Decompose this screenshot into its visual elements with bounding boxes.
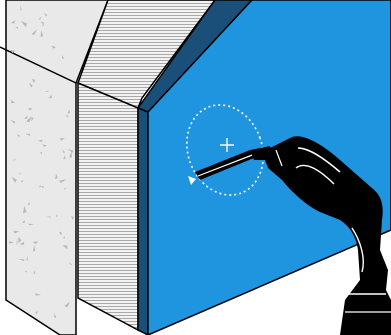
concrete-fleck <box>27 201 31 206</box>
concrete-fleck <box>38 16 42 20</box>
concrete-fleck <box>24 270 27 273</box>
concrete-fleck <box>28 223 35 226</box>
concrete-fleck <box>22 220 25 223</box>
concrete-fleck <box>8 241 14 244</box>
concrete-fleck <box>32 78 36 84</box>
concrete-fleck <box>9 50 16 54</box>
concrete-fleck <box>68 261 72 266</box>
concrete-fleck <box>31 29 38 36</box>
concrete-fleck <box>55 173 58 180</box>
concrete-fleck <box>18 173 23 175</box>
concrete-fleck <box>35 293 41 296</box>
concrete-fleck <box>39 184 41 188</box>
concrete-fleck <box>16 238 18 245</box>
concrete-fleck <box>58 231 63 236</box>
concrete-fleck <box>23 205 27 214</box>
concrete-fleck <box>40 30 44 38</box>
concrete-fleck <box>62 55 65 59</box>
concrete-fleck <box>13 230 20 234</box>
concrete-fleck <box>11 176 17 183</box>
concrete-fleck <box>20 180 25 183</box>
concrete-fleck <box>26 255 28 261</box>
concrete-fleck <box>32 241 38 245</box>
concrete-wall <box>0 0 109 335</box>
concrete-fleck <box>10 100 16 104</box>
concrete-fleck <box>17 258 25 262</box>
concrete-fleck <box>20 5 22 11</box>
concrete-fleck <box>69 151 73 158</box>
concrete-fleck <box>34 310 38 314</box>
concrete-fleck <box>62 235 65 239</box>
concrete-fleck <box>30 117 34 122</box>
concrete-fleck <box>27 107 32 111</box>
drill-icon <box>262 136 391 335</box>
concrete-fleck <box>25 133 31 137</box>
concrete-fleck <box>63 155 66 160</box>
concrete-fleck <box>20 21 28 28</box>
concrete-fleck <box>26 115 32 123</box>
concrete-fleck <box>64 301 71 308</box>
concrete-fleck <box>40 151 43 156</box>
concrete-fleck <box>18 236 22 243</box>
concrete-fleck <box>64 186 66 190</box>
concrete-fleck <box>33 270 36 274</box>
concrete-fleck <box>44 12 48 17</box>
concrete-fleck <box>41 185 45 188</box>
concrete-fleck <box>62 245 68 250</box>
concrete-fleck <box>15 26 19 30</box>
concrete-fleck <box>11 20 16 24</box>
concrete-fleck <box>46 216 51 218</box>
concrete-fleck <box>51 45 57 49</box>
concrete-fleck <box>29 82 33 88</box>
concrete-fleck <box>16 134 20 138</box>
drill-point-highlight <box>186 104 264 196</box>
concrete-fleck <box>45 90 50 93</box>
concrete-fleck <box>48 94 53 99</box>
concrete-fleck <box>59 179 67 183</box>
concrete-fleck <box>55 213 58 217</box>
concrete-fleck <box>19 241 25 246</box>
concrete-fleck <box>42 144 48 147</box>
concrete-fleck <box>65 115 69 118</box>
concrete-fleck <box>38 139 43 143</box>
concrete-fleck <box>32 245 36 252</box>
concrete-fleck <box>67 148 74 153</box>
concrete-fleck <box>61 149 66 154</box>
concrete-fleck <box>71 215 74 220</box>
concrete-fleck <box>67 108 71 114</box>
concrete-fleck <box>42 21 44 27</box>
concrete-fleck <box>24 115 28 119</box>
concrete-fleck <box>53 312 57 319</box>
concrete-fleck <box>10 120 16 124</box>
concrete-fleck <box>13 157 17 161</box>
concrete-fleck <box>59 138 65 141</box>
